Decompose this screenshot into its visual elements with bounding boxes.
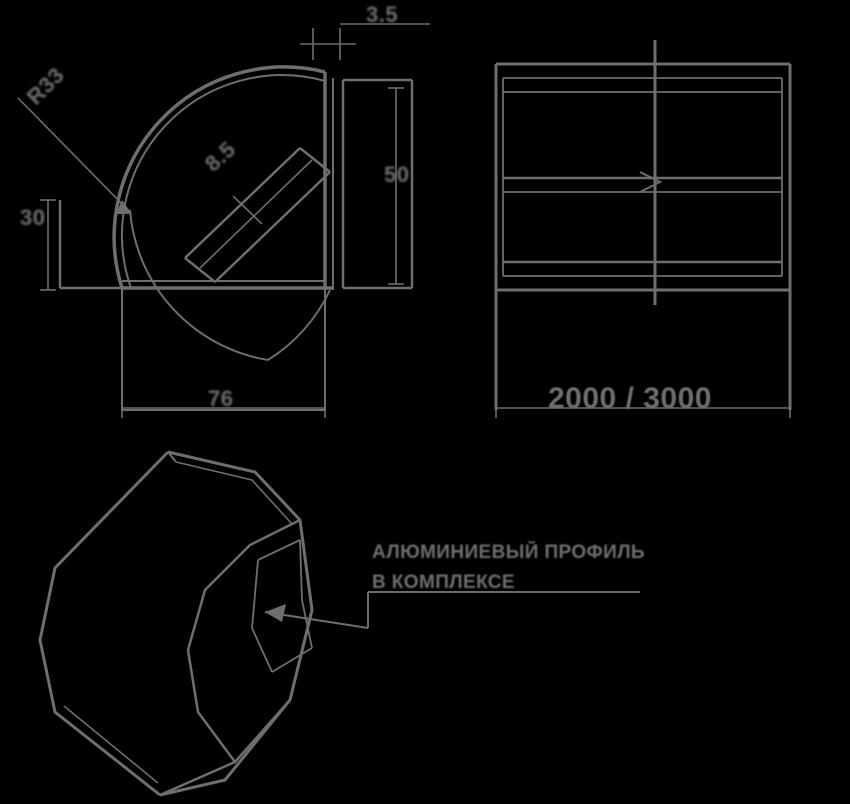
dim-left-height-30: 30 <box>20 205 46 230</box>
isometric-geometry <box>38 450 640 797</box>
dim-right-height-50: 50 <box>384 162 410 187</box>
annotation-line-2: В КОМПЛЕКСЕ <box>372 572 516 593</box>
cross-section-geometry <box>58 65 414 411</box>
dim-length-2000-3000: 2000 / 3000 <box>548 382 712 415</box>
annotation-line-1: АЛЮМИНИЕВЫЙ ПРОФИЛЬ <box>372 542 645 563</box>
elevation-geometry <box>494 40 792 418</box>
dim-top-thickness: 3.5 <box>366 2 399 27</box>
dim-bottom-width-76: 76 <box>208 386 234 411</box>
cross-section-dimensions <box>17 23 430 418</box>
